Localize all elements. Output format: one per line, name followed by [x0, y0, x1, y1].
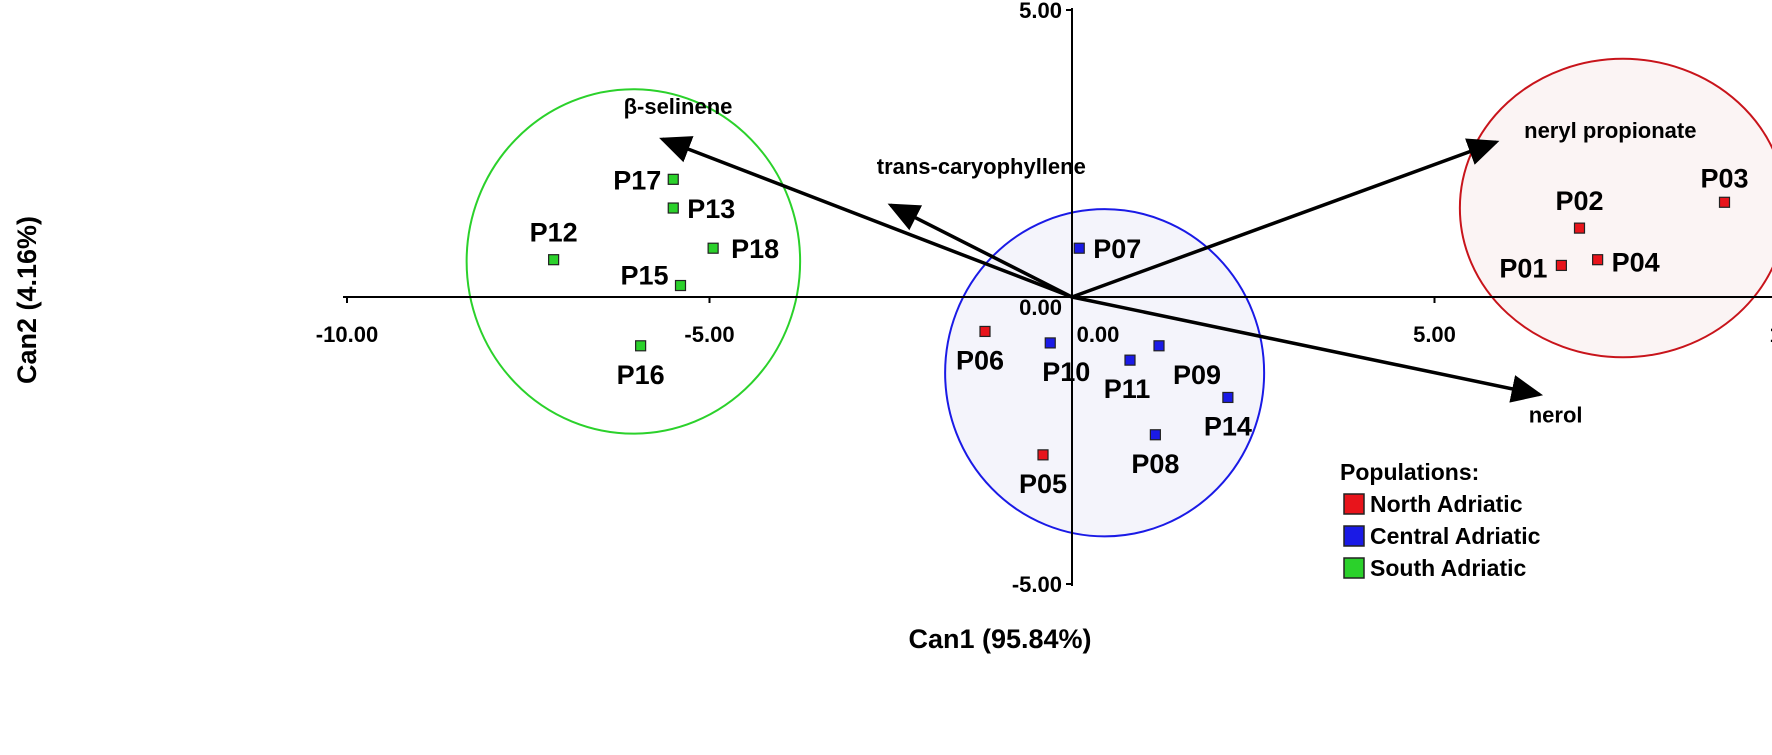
y-tick-label: -5.00: [1012, 572, 1062, 597]
point-label: P11: [1104, 374, 1151, 404]
loading-arrow: [887, 203, 1073, 299]
point-marker-p09: [1153, 340, 1165, 352]
point-marker-p03: [1718, 196, 1731, 208]
loading-arrow: [1071, 138, 1500, 299]
point-label: P01: [1499, 253, 1547, 283]
vector-label: trans-caryophyllene: [877, 154, 1086, 179]
x-tick-label: 10.00: [1769, 322, 1772, 347]
point-marker-p01: [1555, 259, 1567, 272]
vector-label: nerol: [1529, 403, 1583, 428]
point-label: P06: [956, 345, 1004, 375]
point-marker-p12: [548, 254, 560, 266]
legend-entry: South Adriatic: [1370, 555, 1527, 581]
point-label: P02: [1555, 186, 1603, 216]
loading-arrow: [1071, 295, 1544, 403]
loading-arrow: [659, 136, 1073, 299]
x-axis-title: Can1 (95.84%): [908, 624, 1091, 654]
legend-title: Populations:: [1340, 459, 1479, 485]
x-tick-label: -5.00: [684, 322, 734, 347]
point-marker-p14: [1222, 391, 1234, 404]
point-label: P09: [1173, 360, 1221, 390]
point-label: P13: [687, 194, 735, 224]
point-marker-p17: [667, 173, 679, 185]
y-axis-title: Can2 (4.16%): [12, 216, 42, 384]
point-label: P15: [620, 261, 668, 291]
loading-vectors: β-selinene trans-caryophyllene neryl propi…: [624, 94, 1697, 427]
group-ellipse-central-adriatic: [944, 208, 1266, 538]
point-label: P10: [1042, 357, 1090, 387]
point-marker-p04: [1592, 254, 1604, 266]
point-marker-p15: [674, 279, 687, 292]
point-label: P17: [613, 165, 661, 195]
point-label: P03: [1700, 163, 1748, 193]
vector-label: neryl propionate: [1524, 118, 1696, 143]
x-tick-label: -10.00: [316, 322, 378, 347]
legend-entry: Central Adriatic: [1370, 523, 1541, 549]
point-marker-p18: [707, 242, 719, 254]
point-marker-p07: [1073, 242, 1085, 254]
point-label: P08: [1131, 449, 1179, 479]
vector-label: β-selinene: [624, 94, 733, 119]
point-marker-p02: [1573, 222, 1586, 234]
point-marker-p08: [1149, 429, 1161, 441]
group-ellipses: [465, 57, 1772, 538]
data-points: P01P02P03P04P05P06P07P08P09P10P11P14P12P…: [530, 163, 1749, 499]
point-label: P05: [1019, 469, 1067, 499]
point-marker-p06: [979, 325, 991, 338]
point-marker-p13: [667, 202, 679, 214]
legend-entry: North Adriatic: [1370, 491, 1523, 517]
y-tick-label: 5.00: [1019, 0, 1062, 23]
x-tick-label: 0.00: [1077, 322, 1120, 347]
group-ellipse-south-adriatic: [465, 88, 802, 435]
point-label: P14: [1204, 411, 1252, 441]
legend-swatch: [1343, 525, 1365, 547]
point-label: P12: [530, 218, 578, 248]
point-label: P04: [1612, 248, 1660, 278]
legend-swatch: [1343, 557, 1365, 579]
point-label: P16: [617, 360, 665, 390]
point-marker-p05: [1037, 449, 1049, 461]
point-marker-p16: [635, 340, 647, 352]
legend-swatch: [1343, 493, 1365, 515]
point-label: P07: [1093, 234, 1141, 264]
point-marker-p11: [1124, 354, 1136, 366]
group-ellipse-north-adriatic: [1458, 57, 1772, 359]
y-tick-label: 0.00: [1019, 295, 1062, 320]
point-label: P18: [731, 234, 779, 264]
x-tick-label: 5.00: [1413, 322, 1456, 347]
point-marker-p10: [1044, 337, 1056, 349]
